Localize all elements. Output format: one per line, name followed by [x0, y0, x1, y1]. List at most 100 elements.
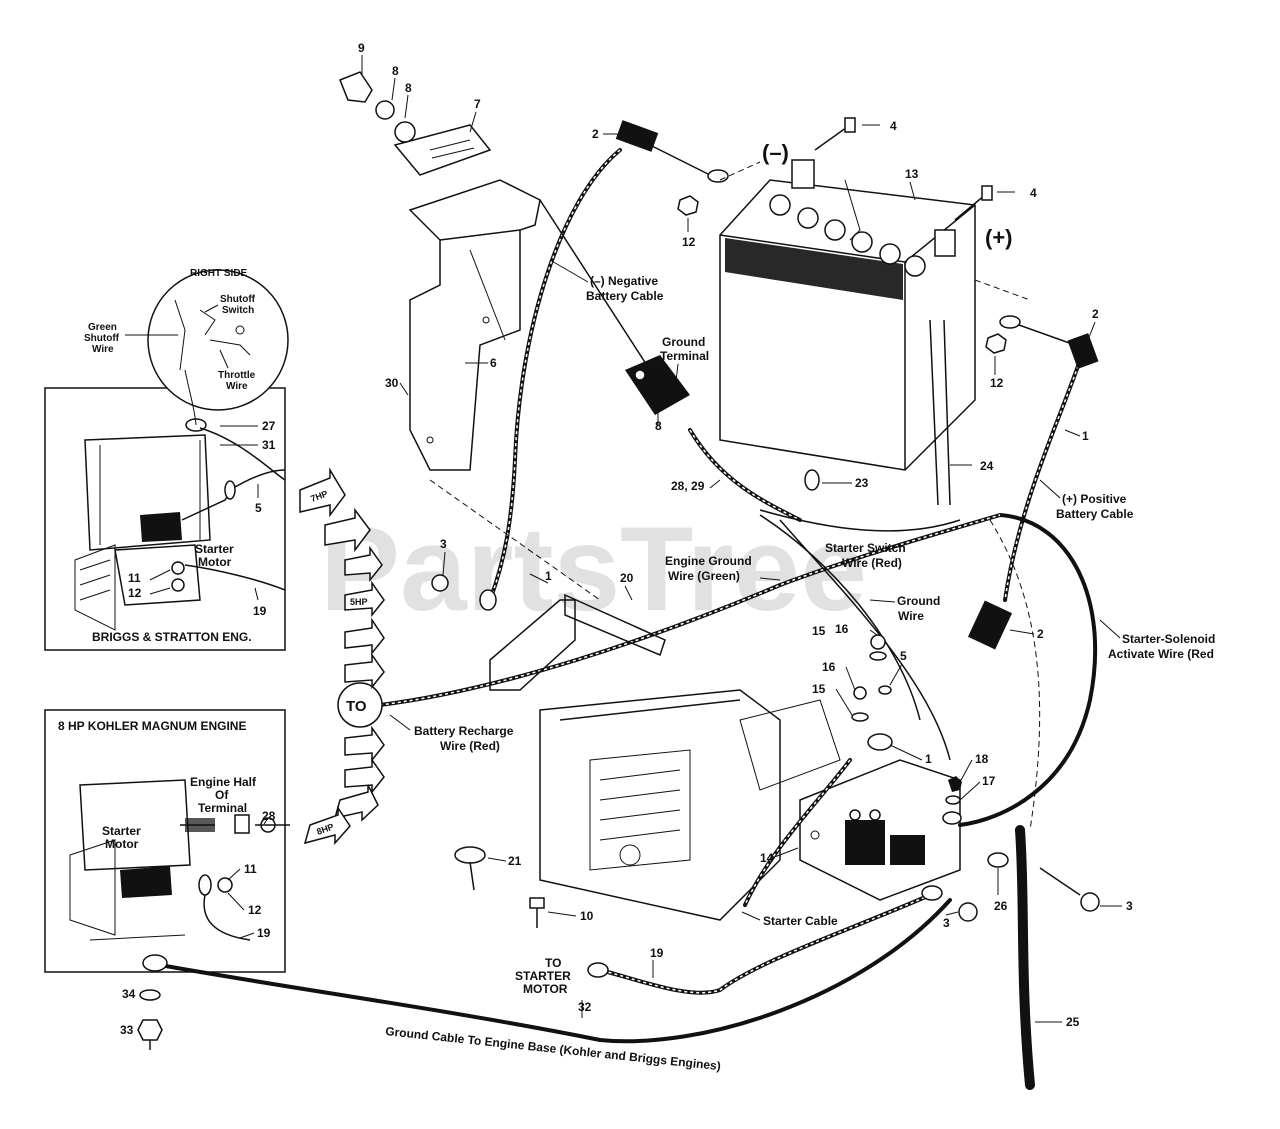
key-switch-9	[339, 71, 416, 143]
negative-cable-label: (–) Negative	[590, 274, 658, 288]
callout-12-b: 12	[990, 376, 1004, 390]
callout-6: 6	[490, 356, 497, 370]
starter-switch-label-2: Wire (Red)	[842, 556, 902, 570]
callout-8-a: 8	[392, 64, 399, 78]
negative-sign: (–)	[762, 140, 789, 165]
positive-battery-cable	[1003, 358, 1082, 602]
washer-34	[139, 989, 161, 1001]
positive-cable-label-2: Battery Cable	[1056, 507, 1134, 521]
green-shutoff-label: Green	[88, 322, 117, 333]
shutoff-switch-label-2: Switch	[222, 305, 254, 316]
ground-wire-label-2: Wire	[898, 609, 924, 623]
hp-arrow-5: 5HP	[350, 597, 368, 607]
bolt-3-c	[1080, 892, 1100, 912]
engine-half-label-2: Of	[215, 788, 229, 802]
callout-5-b: 5	[900, 649, 907, 663]
bolt-4-top	[814, 117, 856, 151]
callout-3-b: 3	[1126, 899, 1133, 913]
starter-cable-label: Starter Cable	[763, 914, 838, 928]
engine-half-label: Engine Half	[190, 775, 257, 789]
green-shutoff-label-2: Shutoff	[84, 333, 120, 344]
callout-28-29: 28, 29	[671, 479, 705, 493]
lead-25	[1015, 825, 1035, 1090]
battery	[719, 159, 976, 471]
callout-1-b: 1	[545, 569, 552, 583]
callout-numbers: 9 8 8 7 2 4 4 13 12 12 2 6 30 8 1 24 28,…	[120, 41, 1133, 1037]
briggs-title: BRIGGS & STRATTON ENG.	[92, 630, 252, 644]
callout-31: 31	[262, 438, 276, 452]
callout-14: 14	[760, 851, 774, 865]
nut-18	[948, 776, 962, 792]
solenoid-wire-label-2: Activate Wire (Red	[1108, 647, 1214, 661]
boot-2-b	[1067, 333, 1099, 369]
recharge-wire-label: Battery Recharge	[414, 724, 514, 738]
hp-arrows	[299, 467, 385, 845]
callout-8-b: 8	[405, 81, 412, 95]
callout-12-d: 12	[248, 903, 262, 917]
to-starter-label-2: STARTER	[515, 969, 571, 983]
nut-12-b	[985, 333, 1007, 354]
ground-terminal	[625, 355, 690, 415]
ring-terminal-23	[804, 469, 820, 491]
callout-32: 32	[578, 1000, 592, 1014]
clamp-26	[987, 852, 1009, 868]
inset-briggs	[44, 387, 286, 651]
callout-20: 20	[620, 571, 634, 585]
bracket-6	[408, 179, 541, 471]
callout-34: 34	[122, 987, 136, 1001]
washer-17	[945, 795, 961, 805]
ground-wire-label: Ground	[897, 594, 940, 608]
nut-16-a	[870, 634, 886, 650]
ring-terminal-17	[942, 811, 962, 825]
callout-24: 24	[980, 459, 994, 473]
briggs-starter-label-2: Motor	[198, 555, 232, 569]
throttle-label-2: Wire	[226, 381, 248, 392]
recharge-wire-label-2: Wire (Red)	[440, 739, 500, 753]
callout-28: 28	[262, 809, 276, 823]
washer-15-a	[869, 651, 887, 661]
starter-cable	[743, 758, 852, 907]
inset-kohler	[44, 709, 290, 973]
callout-5-a: 5	[255, 501, 262, 515]
callout-12-c: 12	[128, 586, 142, 600]
to-starter-label-3: MOTOR	[523, 982, 568, 996]
to-badge-text: TO	[346, 698, 367, 715]
bolt-10	[529, 897, 545, 928]
nut-16-b	[853, 686, 867, 700]
negative-cable-label-2: Battery Cable	[586, 289, 664, 303]
starter-switch-label: Starter Switch	[825, 541, 906, 555]
bolt-3-b	[958, 902, 978, 922]
callout-2-a: 2	[592, 127, 599, 141]
to-badge	[337, 682, 383, 728]
bolt-4-right	[954, 185, 993, 221]
callout-12-a: 12	[682, 235, 696, 249]
ground-cable-32	[158, 898, 952, 1044]
decal-7	[393, 124, 492, 176]
solenoid-wire-label: Starter-Solenoid	[1122, 632, 1215, 646]
callout-1-a: 1	[1082, 429, 1089, 443]
inset-right-side	[147, 269, 289, 426]
callout-11-a: 11	[128, 571, 141, 585]
callout-21: 21	[508, 854, 522, 868]
callout-25: 25	[1066, 1015, 1080, 1029]
engine-base	[539, 689, 841, 921]
kohler-title: 8 HP KOHLER MAGNUM ENGINE	[58, 719, 246, 733]
ring-terminal-1	[867, 733, 893, 751]
shutoff-switch-label: Shutoff	[220, 294, 256, 305]
frame-20	[429, 479, 666, 691]
callout-15-a: 15	[812, 624, 826, 638]
callout-33: 33	[120, 1023, 134, 1037]
solenoid-14	[799, 759, 961, 901]
ground-terminal-label: Ground	[662, 335, 705, 349]
callout-11-b: 11	[244, 862, 257, 876]
callout-3-c: 3	[943, 916, 950, 930]
callout-30: 30	[385, 376, 399, 390]
ground-terminal-label-2: Terminal	[660, 349, 709, 363]
right-side-title: RIGHT SIDE	[190, 268, 248, 279]
callout-2-c: 2	[1037, 627, 1044, 641]
kohler-starter-label: Starter	[102, 824, 141, 838]
callout-15-b: 15	[812, 682, 826, 696]
callout-4-b: 4	[1030, 186, 1037, 200]
